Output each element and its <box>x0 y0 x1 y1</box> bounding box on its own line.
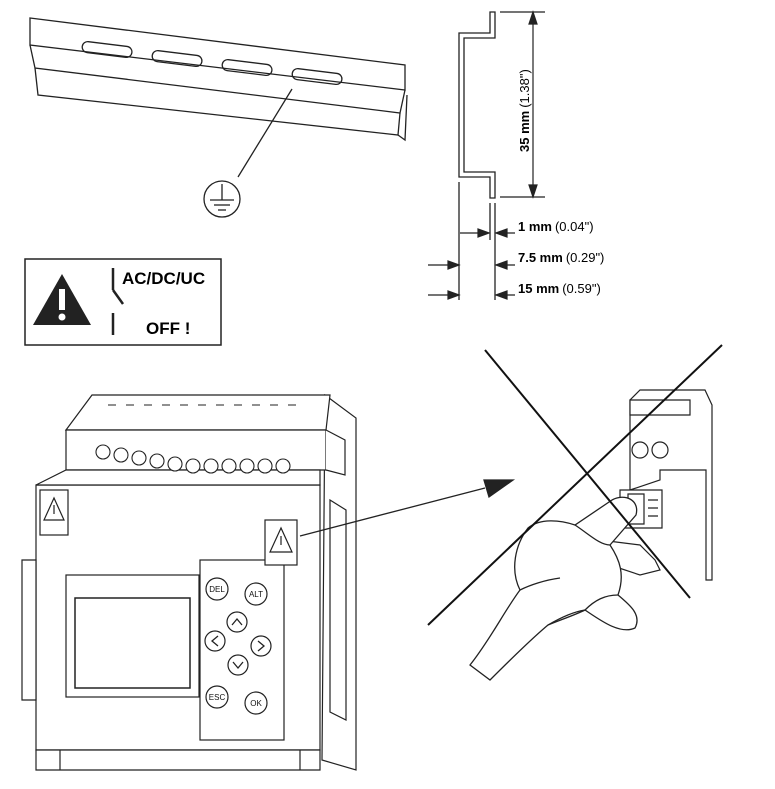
rail-slot <box>81 40 343 86</box>
ok-key-label: OK <box>250 699 262 708</box>
ok-button[interactable] <box>244 691 268 715</box>
total-depth-label: 15 mm(0.59") <box>518 281 601 296</box>
din-rail <box>29 17 408 178</box>
display-screen <box>74 597 191 689</box>
switch-symbol-icon <box>111 268 125 335</box>
esc-button[interactable] <box>205 685 229 709</box>
supply-label: AC/DC/UC <box>122 269 205 288</box>
device-warning-icon <box>39 489 298 566</box>
left-button[interactable] <box>204 630 226 652</box>
del-button[interactable] <box>205 577 229 601</box>
step-depth-dimension <box>428 260 515 270</box>
detail-arrow <box>299 479 516 537</box>
prohibited-cross-icon <box>427 344 723 626</box>
chevron-left-icon <box>210 635 219 647</box>
alt-key-label: ALT <box>249 590 263 599</box>
height-label: 35 mm(1.38") <box>517 69 532 152</box>
step-depth-label: 7.5 mm(0.29") <box>518 250 604 265</box>
flange-thickness-dimension <box>460 228 515 238</box>
height-dimension <box>528 10 538 199</box>
warning-triangle-icon <box>33 274 91 325</box>
alt-button[interactable] <box>244 582 268 606</box>
terminal-screws <box>95 444 291 474</box>
off-label: OFF ! <box>146 319 190 338</box>
down-button[interactable] <box>227 654 249 676</box>
del-key-label: DEL <box>209 585 225 594</box>
up-button[interactable] <box>226 611 248 633</box>
chevron-down-icon <box>232 661 244 670</box>
control-relay-device <box>21 393 357 771</box>
hand-icon <box>469 496 638 681</box>
flange-thickness-label: 1 mm(0.04") <box>518 219 594 234</box>
right-button[interactable] <box>250 635 272 657</box>
esc-key-label: ESC <box>209 693 226 702</box>
rail-profile <box>458 11 545 300</box>
ground-icon <box>203 180 241 218</box>
warning-box: AC/DC/UC OFF ! <box>24 258 222 346</box>
detail-device-side <box>599 389 713 581</box>
total-depth-dimension <box>428 290 515 300</box>
keypad <box>204 577 272 715</box>
chevron-right-icon <box>257 640 266 652</box>
chevron-up-icon <box>231 617 243 626</box>
